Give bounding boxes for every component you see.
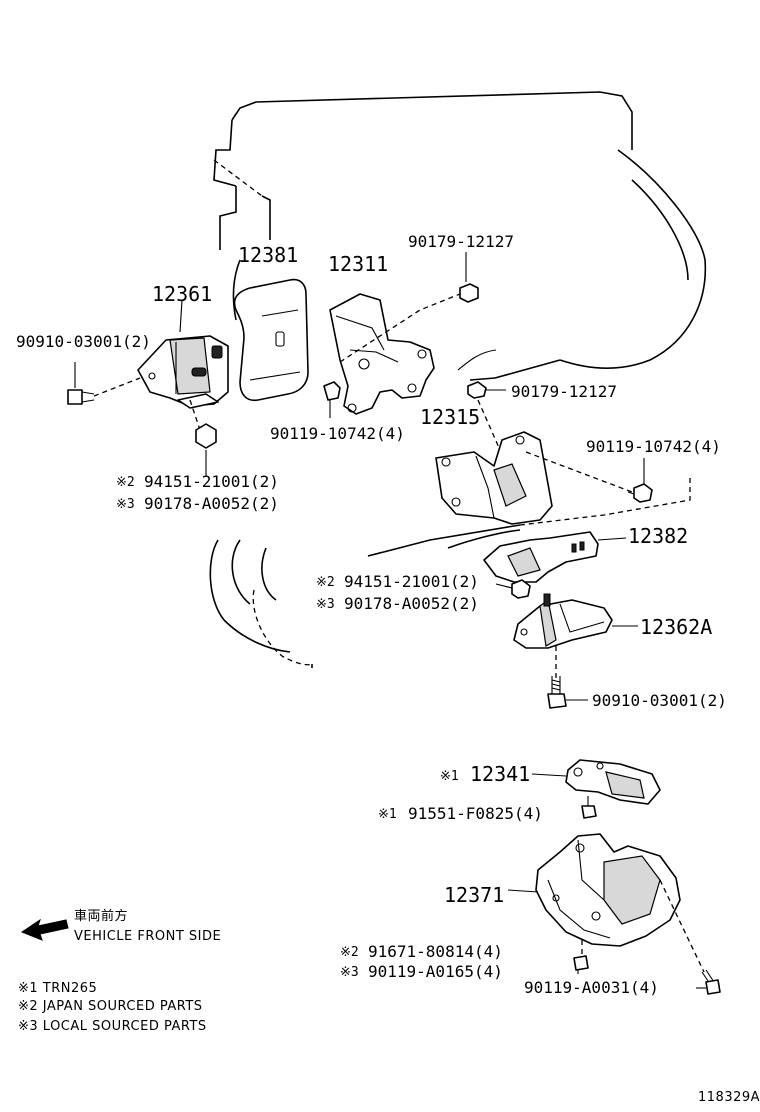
vehicle-front-arrow-icon: [20, 918, 69, 941]
label-12311: 12311: [328, 252, 388, 276]
bolt-90119-a0031-shape: [696, 969, 721, 995]
label-90178-a0052-right: 90178-A0052(2): [344, 594, 479, 613]
part-12361-shape: [93, 299, 229, 431]
nut-90179-middle-shape: [467, 381, 506, 451]
bolt-90119-left-shape: [323, 381, 341, 418]
legend-front-en: VEHICLE FRONT SIDE: [74, 929, 221, 944]
part-12362a-shape: [513, 593, 638, 680]
label-90178-a0052-left: 90178-A0052(2): [144, 494, 279, 513]
nut-90179-top-shape: [459, 252, 479, 303]
label-90179-12127-top: 90179-12127: [408, 232, 514, 251]
label-12371: 12371: [444, 883, 504, 907]
label-12341: 12341: [470, 762, 530, 786]
note-mark-2-91671: ※2: [340, 945, 359, 960]
bolt-91671-shape: [573, 955, 589, 974]
label-12381: 12381: [238, 243, 298, 267]
label-12382: 12382: [628, 524, 688, 548]
note-mark-2-left: ※2: [116, 475, 135, 490]
label-91551-f0825: 91551-F0825(4): [408, 804, 543, 823]
label-90119-a0031: 90119-A0031(4): [524, 978, 659, 997]
nut-94151-left-shape: [195, 423, 217, 476]
figure-id: 118329A: [698, 1090, 760, 1105]
legend-front-jp: 車両前方: [74, 908, 128, 924]
label-12362a: 12362A: [640, 615, 712, 639]
part-12341-shape: [531, 759, 661, 805]
label-94151-21001-left: 94151-21001(2): [144, 472, 279, 491]
label-91671-80814: 91671-80814(4): [368, 942, 503, 961]
nut-94151-right-shape: [495, 579, 531, 599]
label-90119-10742-left: 90119-10742(4): [270, 424, 405, 443]
label-90910-03001-right: 90910-03001(2): [592, 691, 727, 710]
bolt-90119-right-shape: [627, 458, 653, 503]
note-mark-2-right: ※2: [316, 575, 335, 590]
label-90179-12127-middle: 90179-12127: [511, 382, 617, 401]
label-90910-03001-left: 90910-03001(2): [16, 332, 151, 351]
note-mark-3-left: ※3: [116, 497, 135, 512]
part-12381-shape: [233, 278, 309, 402]
label-12315: 12315: [420, 405, 480, 429]
label-12361: 12361: [152, 282, 212, 306]
part-12311-shape: [329, 289, 471, 415]
part-12371-shape: [507, 833, 705, 973]
note-mark-3-90119: ※3: [340, 965, 359, 980]
legend-note-2: ※2 JAPAN SOURCED PARTS: [18, 999, 203, 1014]
part-12315-shape: [435, 431, 633, 525]
legend-note-1: ※1 TRN265: [18, 981, 97, 996]
engine-block-outline: [209, 91, 707, 668]
note-mark-3-right: ※3: [316, 597, 335, 612]
label-90119-10742-right: 90119-10742(4): [586, 437, 721, 456]
note-mark-1-91551: ※1: [378, 807, 397, 822]
part-12382-shape: [483, 531, 627, 583]
note-mark-1-12341: ※1: [440, 769, 459, 784]
bolt-90910-right-shape: [547, 676, 588, 709]
legend-note-3: ※3 LOCAL SOURCED PARTS: [18, 1019, 207, 1034]
label-90119-a0165: 90119-A0165(4): [368, 962, 503, 981]
label-94151-21001-right: 94151-21001(2): [344, 572, 479, 591]
bolt-91551-shape: [581, 796, 597, 819]
bolt-90910-left-shape: [67, 362, 95, 405]
